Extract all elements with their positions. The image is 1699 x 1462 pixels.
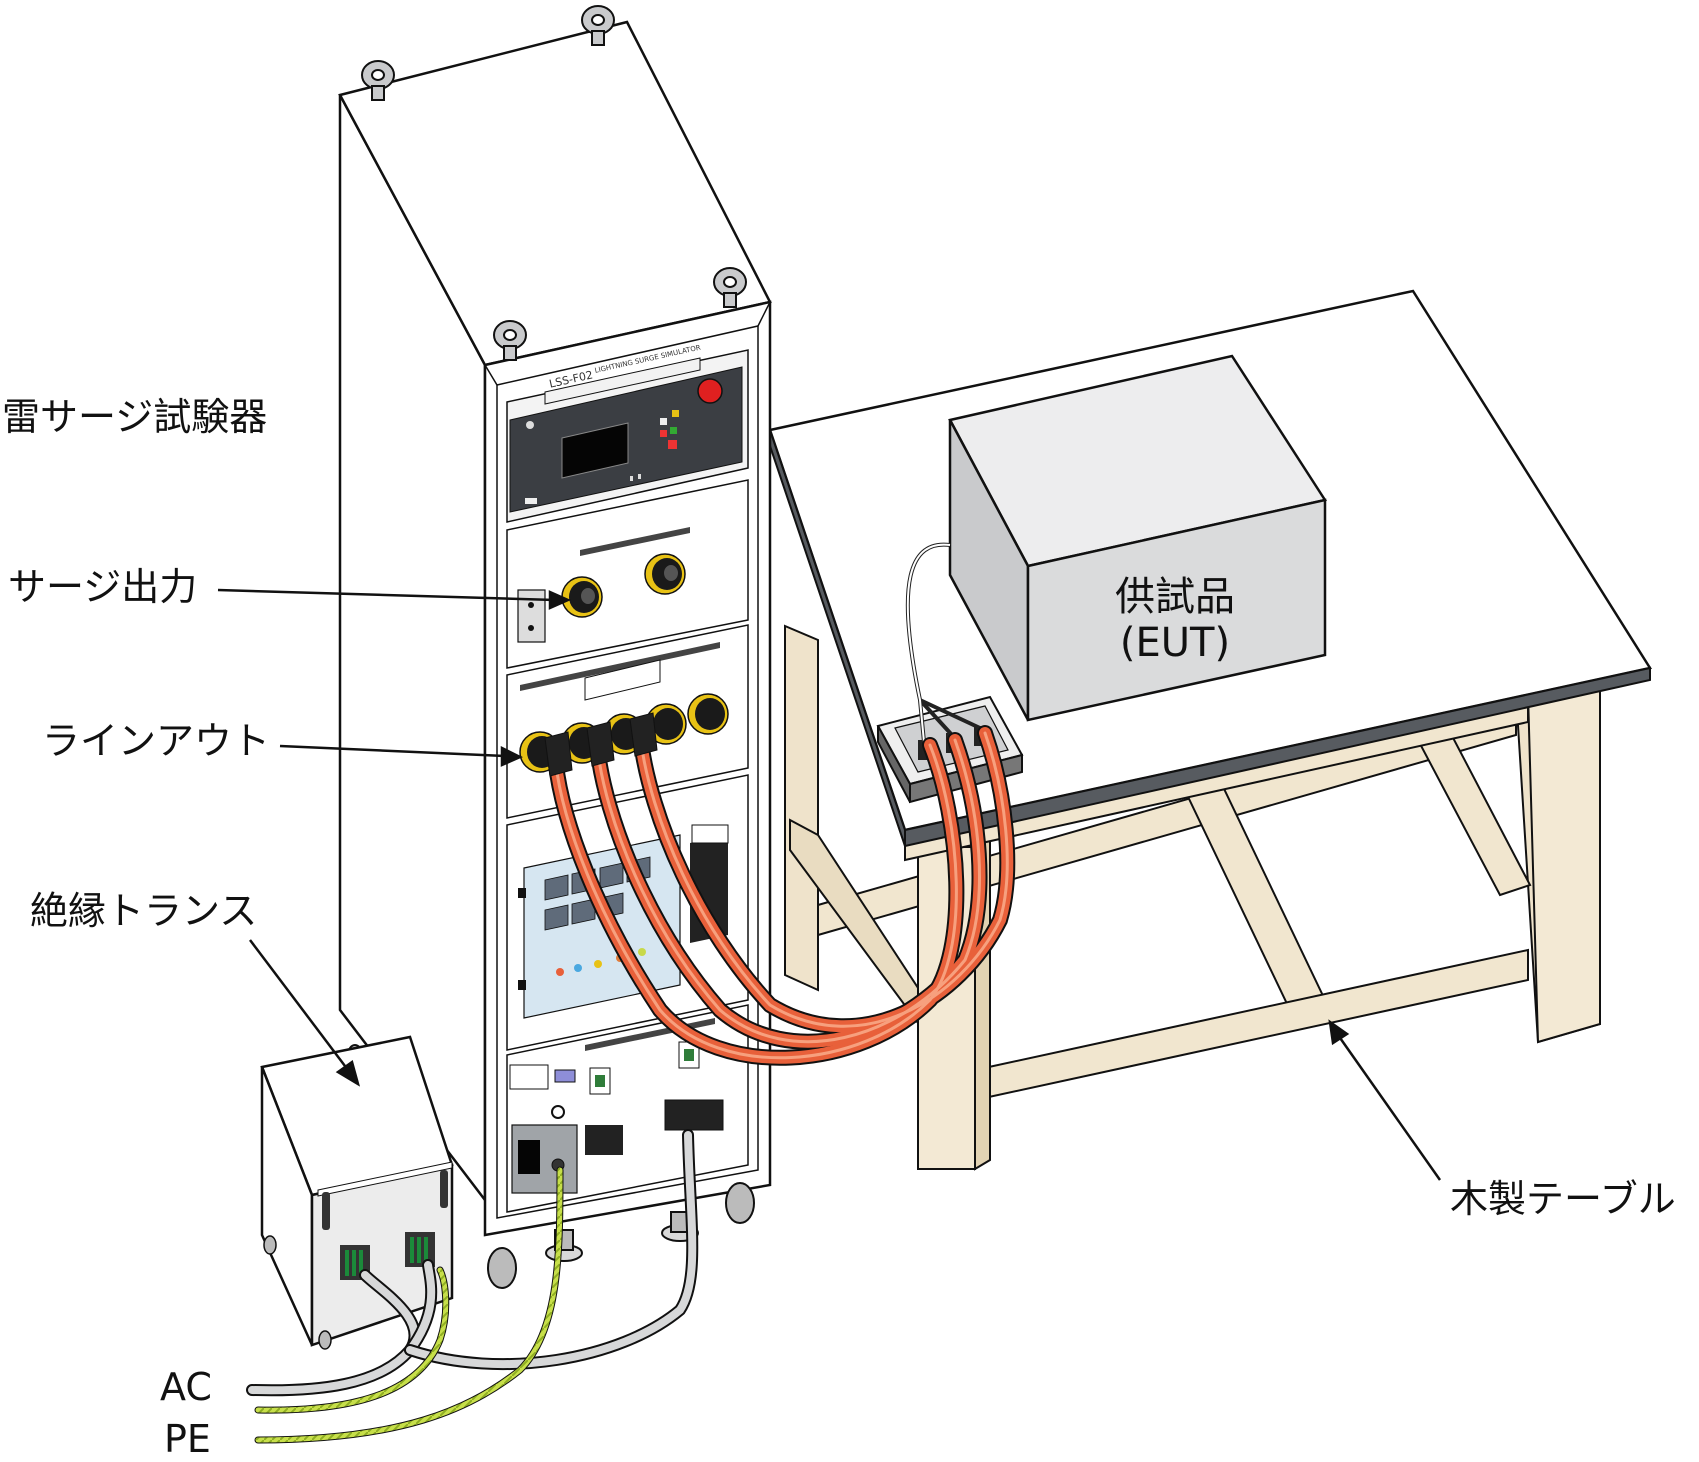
orange-surge-cables: [544, 712, 1016, 1066]
isolation-transformer-label: 絶縁トランス: [30, 889, 258, 933]
ac-label: AC: [160, 1365, 212, 1409]
eut-label: 供試品 (EUT): [1090, 574, 1260, 666]
emergency-stop-button[interactable]: [697, 378, 723, 404]
wooden-table: [768, 289, 1653, 1171]
eut-label-line2: (EUT): [1119, 620, 1231, 666]
ac-pe-wiring: [246, 1129, 699, 1444]
eut-box: [948, 354, 1328, 722]
eye-bolt-icon: [361, 5, 747, 361]
pe-label: PE: [164, 1417, 211, 1461]
surge-output-connector[interactable]: [561, 576, 603, 618]
control-button[interactable]: [660, 418, 667, 425]
surge-output-label: サージ出力: [8, 565, 198, 609]
isolation-transformer: [260, 1035, 454, 1350]
leader-lines: [217, 588, 1442, 1181]
surge-output-connector-2[interactable]: [644, 553, 686, 595]
tester-label: 雷サージ試験器: [2, 395, 268, 439]
line-out-label: ラインアウト: [42, 719, 271, 763]
eut-label-line1: 供試品: [1115, 574, 1235, 620]
wooden-table-label: 木製テーブル: [1450, 1177, 1676, 1221]
